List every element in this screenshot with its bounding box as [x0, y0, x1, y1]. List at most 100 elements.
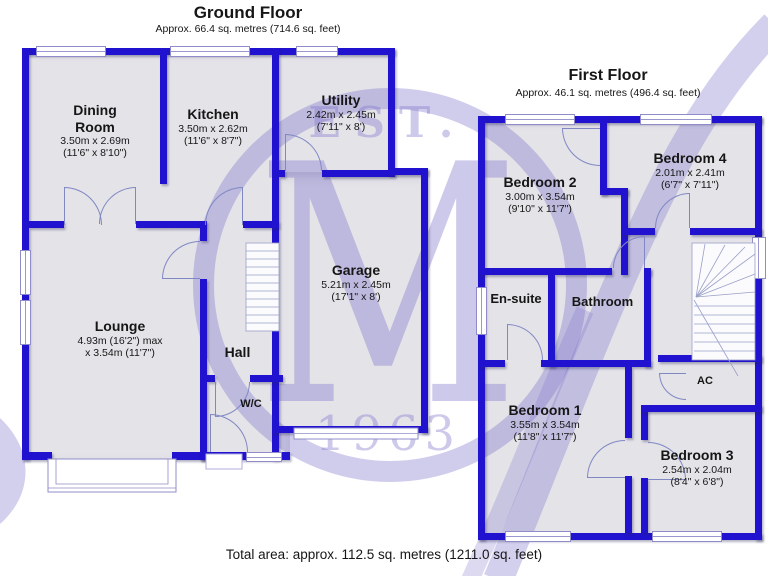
- room-name: Bedroom 1: [508, 402, 582, 418]
- room-dim-metric: 3.55m x 3.54m: [510, 418, 580, 431]
- gf-wall-wc-a: [207, 375, 215, 382]
- first-floor-title: First Floor: [568, 67, 648, 84]
- gf-wall-garage-bottom: [272, 426, 428, 433]
- first-floor-subtitle: Approx. 46.1 sq. metres (496.4 sq. feet): [515, 87, 701, 99]
- gf-wall-wc-b: [250, 375, 283, 382]
- bay-window: [47, 458, 177, 493]
- room-name: Bathroom: [571, 294, 634, 309]
- room-label-wc: W/C: [228, 398, 274, 411]
- room-dim-metric: 3.50m x 2.69m: [60, 135, 130, 148]
- gf-wall-bottom-hall: [200, 452, 290, 460]
- gf-wall-dining-bottom-b: [136, 221, 167, 228]
- ff-wall-bed1-top-b: [541, 360, 651, 367]
- room-dim-imperial: (8'4" x 6'8"): [670, 475, 724, 488]
- ff-wall-bed1-right-b: [625, 476, 632, 533]
- room-dim-imperial: (11'6" x 8'10"): [63, 147, 127, 160]
- ff-wall-ensuite-bath: [548, 275, 555, 367]
- window: [20, 300, 31, 345]
- room-dim-metric: 5.21m x 2.45m: [321, 278, 391, 291]
- window: [640, 114, 712, 125]
- ff-wall-bath-right: [644, 268, 651, 367]
- ff-wall-ac-top: [658, 355, 762, 362]
- ff-wall-bed2-bottom: [478, 268, 612, 275]
- window: [246, 452, 282, 462]
- ff-wall-bed1-top-a: [478, 360, 505, 367]
- gf-wall-kitchen-bottom-a: [167, 221, 205, 228]
- gf-wall-kitchen-bottom-b: [243, 221, 279, 228]
- room-label-bedroom1: Bedroom 1 3.55m x 3.54m (11'8" x 11'7"): [485, 402, 605, 443]
- room-dim-imperial: (6'7" x 7'11"): [661, 178, 719, 191]
- room-dim-metric: 4.93m (16'2") max: [77, 334, 163, 347]
- gf-wall-step: [388, 168, 428, 175]
- room-label-bedroom3: Bedroom 3 2.54m x 2.04m (8'4" x 6'8"): [637, 447, 757, 488]
- room-label-dining: Dining Room 3.50m x 2.69m (11'6" x 8'10"…: [35, 102, 155, 160]
- ff-wall-bed3-left-a: [641, 410, 648, 440]
- room-label-kitchen: Kitchen 3.50m x 2.62m (11'6" x 8'7"): [153, 106, 273, 147]
- room-label-bedroom2: Bedroom 2 3.00m x 3.54m (9'10" x 11'7"): [480, 174, 600, 215]
- ff-wall-bed3-left-b: [641, 478, 648, 533]
- room-name: Bedroom 4: [653, 150, 727, 166]
- room-name: Dining Room: [73, 102, 117, 135]
- room-label-hall: Hall: [210, 344, 265, 361]
- gf-wall-utility-bottom-a: [279, 170, 285, 177]
- gf-wall-garage-right: [421, 168, 428, 433]
- room-label-bathroom: Bathroom: [560, 294, 645, 309]
- room-name: Utility: [321, 92, 361, 108]
- room-name: Bedroom 2: [503, 174, 577, 190]
- room-name: AC: [697, 375, 713, 387]
- ground-floor-subtitle: Approx. 66.4 sq. metres (714.6 sq. feet): [155, 23, 341, 35]
- ff-wall-bed1-right-a: [625, 367, 632, 438]
- ff-wall-bed2-bed4: [600, 116, 607, 195]
- gf-wall-dining-bottom-a: [29, 221, 64, 228]
- room-name: W/C: [240, 398, 262, 410]
- room-label-utility: Utility 2.42m x 2.45m (7'11" x 8'): [281, 92, 401, 133]
- room-name: Lounge: [94, 318, 146, 334]
- room-label-garage: Garage 5.21m x 2.45m (17'1" x 8'): [296, 262, 416, 303]
- room-dim-imperial: (11'8" x 11'7"): [513, 430, 577, 443]
- room-dim-metric: 2.01m x 2.41m: [655, 166, 725, 179]
- gf-wall-utility-bottom-b: [322, 170, 395, 177]
- window: [505, 114, 575, 125]
- gf-floor-garage: [272, 172, 428, 433]
- window: [20, 250, 31, 295]
- gf-wall-utility-right: [388, 48, 395, 175]
- room-name: Bedroom 3: [660, 447, 734, 463]
- ff-wall-bed4-bottom-a: [621, 228, 655, 235]
- ff-wall-bed4-bottom-b: [690, 228, 762, 235]
- window: [505, 531, 571, 542]
- window: [296, 46, 338, 57]
- room-name: En-suite: [490, 291, 542, 306]
- room-name: Hall: [224, 344, 251, 360]
- gf-wall-bottom-b: [172, 452, 208, 460]
- ff-wall-right: [755, 116, 762, 540]
- ff-wall-jog: [600, 188, 628, 195]
- ff-wall-bottom: [478, 533, 762, 540]
- window: [752, 237, 766, 279]
- room-name: Kitchen: [187, 106, 239, 122]
- room-name: Garage: [331, 262, 381, 278]
- window: [476, 287, 487, 335]
- room-dim-metric: 3.00m x 3.54m: [505, 190, 575, 203]
- room-dim-imperial: x 3.54m (11'7"): [85, 346, 155, 359]
- ff-wall-bed3-top: [641, 405, 762, 412]
- gf-wall-hall-b: [200, 279, 207, 460]
- gf-wall-bottom-a: [22, 452, 52, 460]
- total-area-text: Total area: approx. 112.5 sq. metres (12…: [225, 547, 543, 562]
- room-dim-metric: 2.42m x 2.45m: [306, 108, 376, 121]
- room-label-ac: AC: [688, 375, 722, 388]
- gf-wall-hall-a: [200, 221, 207, 241]
- window: [36, 46, 106, 57]
- room-dim-imperial: (9'10" x 11'7"): [508, 202, 572, 215]
- room-label-lounge: Lounge 4.93m (16'2") max x 3.54m (11'7"): [55, 318, 185, 359]
- ff-wall-top: [478, 116, 762, 123]
- room-dim-imperial: (17'1" x 8'): [331, 290, 381, 303]
- ground-floor-title: Ground Floor: [193, 3, 303, 22]
- room-dim-metric: 3.50m x 2.62m: [178, 122, 248, 135]
- window: [652, 531, 722, 542]
- room-dim-metric: 2.54m x 2.04m: [662, 463, 732, 476]
- room-label-bedroom4: Bedroom 4 2.01m x 2.41m (6'7" x 7'11"): [630, 150, 750, 191]
- room-dim-imperial: (7'11" x 8'): [316, 120, 366, 133]
- room-label-ensuite: En-suite: [484, 291, 548, 306]
- room-dim-imperial: (11'6" x 8'7"): [184, 134, 242, 147]
